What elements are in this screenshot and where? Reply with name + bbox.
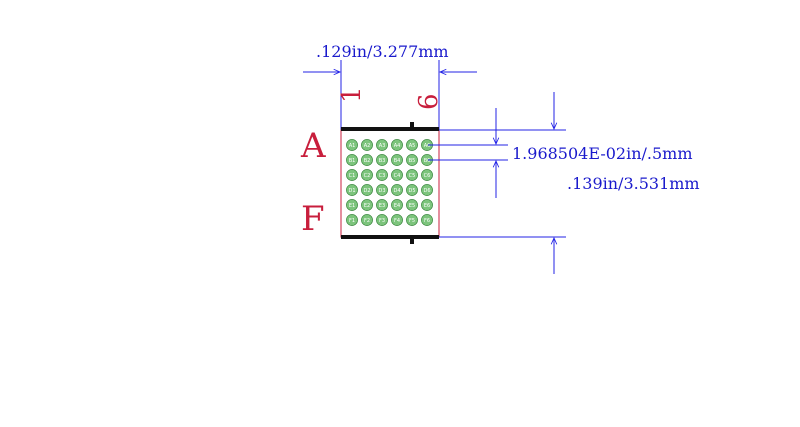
- column-label-last: 6: [414, 93, 444, 110]
- pad-label-c3: C3: [379, 173, 386, 179]
- pad-label-d6: D6: [423, 188, 430, 194]
- pad-e1: [346, 199, 358, 211]
- pad-e4: [391, 199, 403, 211]
- pad-b5: [406, 154, 418, 166]
- pad-f4: [391, 214, 403, 226]
- pad-label-c2: C2: [364, 173, 371, 179]
- pad-f3: [376, 214, 388, 226]
- pad-label-f2: F2: [364, 218, 370, 224]
- pad-b3: [376, 154, 388, 166]
- pad-label-d2: D2: [363, 188, 370, 194]
- pad-label-e3: E3: [379, 203, 385, 209]
- pad-label-b4: B4: [394, 158, 401, 164]
- pad-label-a6: A6: [424, 143, 431, 149]
- pad-f2: [361, 214, 373, 226]
- pad-label-b5: B5: [409, 158, 416, 164]
- pad-label-f3: F3: [379, 218, 385, 224]
- height-dimension-label: .139in/3.531mm: [567, 174, 700, 193]
- pad-label-c5: C5: [409, 173, 416, 179]
- pad-c4: [391, 169, 403, 181]
- pitch-dimension-label: 1.968504E-02in/.5mm: [512, 144, 693, 163]
- pad-a5: [406, 139, 418, 151]
- pad-d6: [421, 184, 433, 196]
- pad-label-c1: C1: [349, 173, 356, 179]
- pad-d2: [361, 184, 373, 196]
- pad-a4: [391, 139, 403, 151]
- pad-label-c4: C4: [394, 173, 401, 179]
- pad-a2: [361, 139, 373, 151]
- pad-e2: [361, 199, 373, 211]
- pad-c2: [361, 169, 373, 181]
- pad-label-e2: E2: [364, 203, 370, 209]
- pad-label-a4: A4: [394, 143, 401, 149]
- pad-label-f4: F4: [394, 218, 400, 224]
- pad-label-f6: F6: [424, 218, 430, 224]
- pad-label-b3: B3: [379, 158, 386, 164]
- pad-c6: [421, 169, 433, 181]
- top-center-mark: [410, 122, 414, 128]
- column-label-first: 1: [337, 86, 367, 103]
- row-label-last: F: [301, 199, 325, 239]
- pad-a1: [346, 139, 358, 151]
- pad-d1: [346, 184, 358, 196]
- pad-e3: [376, 199, 388, 211]
- pad-label-b6: B6: [424, 158, 431, 164]
- pad-label-a1: A1: [349, 143, 356, 149]
- pad-f6: [421, 214, 433, 226]
- package-body: [340, 122, 440, 244]
- pad-label-d3: D3: [378, 188, 385, 194]
- pad-label-f1: F1: [349, 218, 355, 224]
- row-label-first: A: [300, 126, 326, 166]
- pad-f1: [346, 214, 358, 226]
- pad-e6: [421, 199, 433, 211]
- pad-f5: [406, 214, 418, 226]
- pad-c5: [406, 169, 418, 181]
- pad-label-f5: F5: [409, 218, 415, 224]
- pad-label-b1: B1: [349, 158, 356, 164]
- pitch-dimension: 1.968504E-02in/.5mm: [428, 108, 693, 198]
- pad-c3: [376, 169, 388, 181]
- pad-a3: [376, 139, 388, 151]
- pad-label-a2: A2: [364, 143, 371, 149]
- pad-d3: [376, 184, 388, 196]
- pad-label-b2: B2: [364, 158, 371, 164]
- pad-b1: [346, 154, 358, 166]
- bottom-center-mark: [410, 238, 414, 244]
- pad-label-c6: C6: [424, 173, 431, 179]
- pad-d5: [406, 184, 418, 196]
- pad-e5: [406, 199, 418, 211]
- width-dimension-label: .129in/3.277mm: [316, 42, 449, 61]
- top-edge-bar: [341, 127, 439, 131]
- height-dimension: .139in/3.531mm: [439, 92, 700, 274]
- pad-label-d4: D4: [393, 188, 400, 194]
- pad-label-d5: D5: [408, 188, 415, 194]
- pad-label-a5: A5: [409, 143, 416, 149]
- pad-b4: [391, 154, 403, 166]
- pad-c1: [346, 169, 358, 181]
- pad-label-e4: E4: [394, 203, 400, 209]
- pad-label-d1: D1: [348, 188, 355, 194]
- bottom-edge-bar: [341, 235, 439, 239]
- width-dimension: .129in/3.277mm: [303, 42, 477, 130]
- pad-d4: [391, 184, 403, 196]
- pad-label-e5: E5: [409, 203, 415, 209]
- pad-label-e1: E1: [349, 203, 355, 209]
- pad-b2: [361, 154, 373, 166]
- pad-label-a3: A3: [379, 143, 386, 149]
- pad-label-e6: E6: [424, 203, 430, 209]
